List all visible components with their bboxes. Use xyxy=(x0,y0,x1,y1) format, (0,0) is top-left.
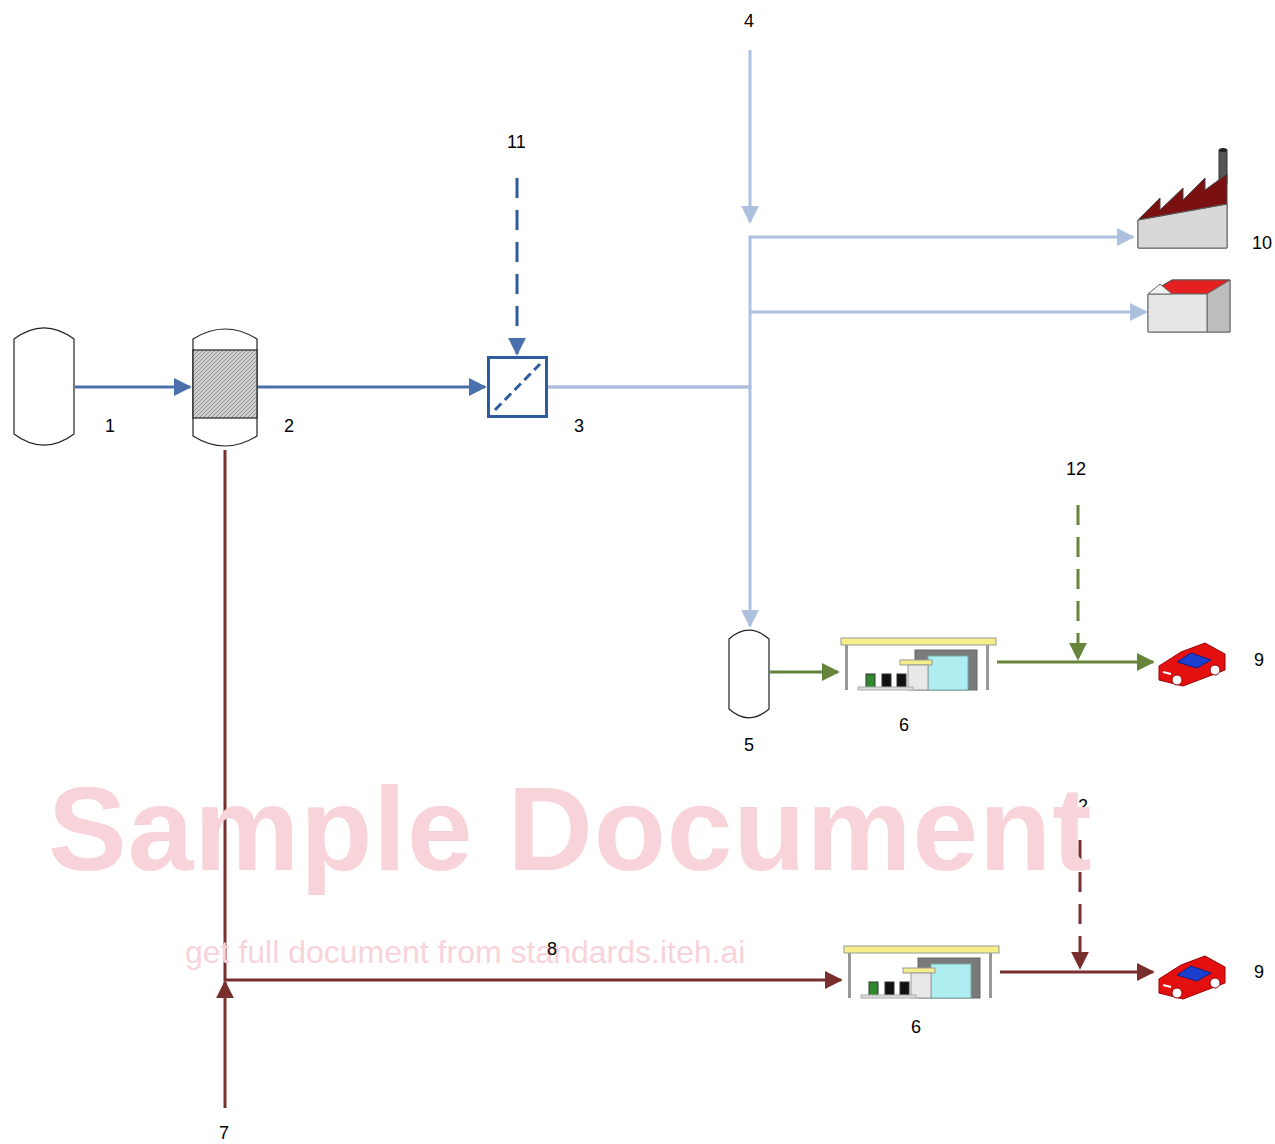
consumer-buildings: 10 xyxy=(1135,148,1232,335)
flow-connector xyxy=(225,450,841,980)
vehicle: 9 xyxy=(1155,953,1228,1001)
storage-tank: 1 xyxy=(13,325,75,448)
callout-number: 9 xyxy=(1254,651,1264,669)
consumer-buildings-shape xyxy=(1135,148,1232,335)
callout-number: 1 xyxy=(105,417,115,435)
supply-line xyxy=(749,50,752,222)
dashed-input xyxy=(516,178,519,354)
callout-number: 10 xyxy=(1252,234,1272,252)
dashed-input xyxy=(1077,505,1080,659)
watermark: Sample Document xyxy=(48,770,1092,888)
callout-number: 7 xyxy=(219,1124,229,1142)
callout-number: 4 xyxy=(744,12,754,30)
vehicle-shape xyxy=(1155,640,1228,688)
storage-tank-shape xyxy=(13,325,75,448)
filling-station-shape xyxy=(843,946,1000,999)
vehicle-shape xyxy=(1155,953,1228,1001)
flow-connector xyxy=(258,386,485,389)
filter-unit-shape xyxy=(487,356,548,418)
filling-station-shape xyxy=(840,638,997,691)
branch-line xyxy=(750,311,1146,314)
storage-tank-shape xyxy=(728,628,770,720)
callout-number: 6 xyxy=(911,1018,921,1036)
vehicle: 9 xyxy=(1155,640,1228,688)
flow-connector xyxy=(1000,971,1153,974)
stream-number: 8 xyxy=(547,940,557,958)
filling-station: 6 xyxy=(843,946,1000,999)
callout-number: 6 xyxy=(899,716,909,734)
flow-connector xyxy=(770,671,838,674)
watermark: get full document from standards.iteh.ai xyxy=(185,936,745,968)
feed-line xyxy=(224,982,227,1108)
callout-number: 2 xyxy=(284,417,294,435)
callout-number: 9 xyxy=(1254,963,1264,981)
storage-tank: 5 xyxy=(728,628,770,720)
filling-station: 6 xyxy=(840,638,997,691)
callout-number: 11 xyxy=(507,133,526,151)
reactor-vessel: 2 xyxy=(192,325,258,450)
flow-connector xyxy=(997,661,1153,664)
flow-connector xyxy=(548,237,1133,387)
callout-number: 12 xyxy=(1066,460,1086,478)
filter-unit: 3 xyxy=(487,356,548,418)
reactor-vessel-shape xyxy=(192,325,258,450)
callout-number: 3 xyxy=(574,417,584,435)
flow-connector xyxy=(75,386,190,389)
callout-number: 5 xyxy=(744,736,754,754)
flow-connector xyxy=(548,387,750,626)
